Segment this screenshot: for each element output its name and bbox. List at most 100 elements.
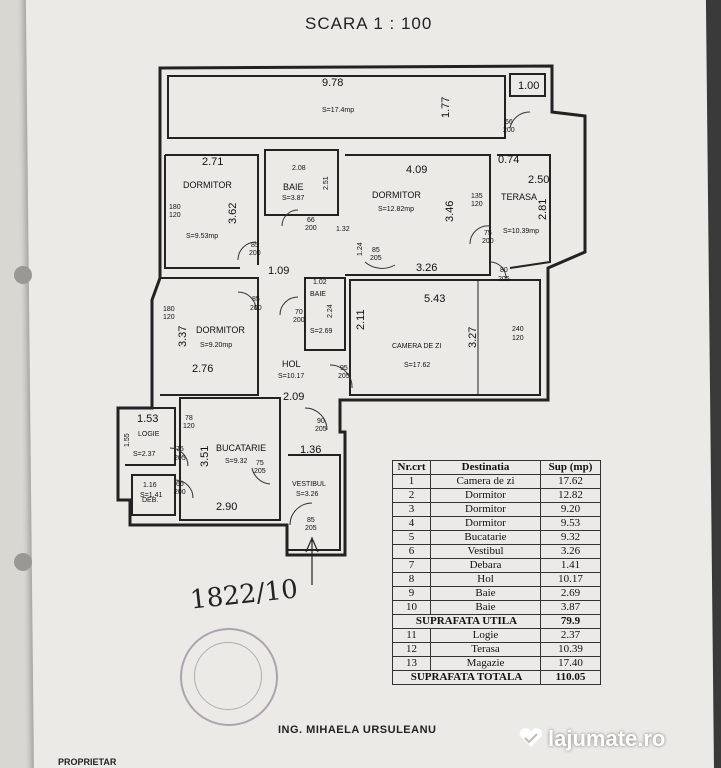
room-name: DORMITOR bbox=[183, 180, 232, 190]
dim-label: 1.09 bbox=[268, 265, 289, 277]
door-width: 75 bbox=[484, 230, 492, 237]
dim-label: 4.09 bbox=[406, 164, 427, 176]
dim-label: 1.16 bbox=[143, 482, 157, 489]
door-height: 120 bbox=[183, 423, 195, 430]
table-cell: 6 bbox=[392, 544, 431, 559]
table-header: Sup (mp) bbox=[540, 460, 601, 475]
table-cell: Terasa bbox=[430, 642, 541, 657]
table-cell: Dormitor bbox=[430, 516, 541, 531]
dim-label: 3.27 bbox=[467, 327, 479, 348]
dim-label: 9.78 bbox=[322, 77, 343, 89]
table-cell: 9.53 bbox=[540, 516, 601, 531]
table-cell: 8 bbox=[392, 572, 431, 587]
dimension-labels: 9.78 1.00 1.77 2.71 3.62 2.08 2.51 4.09 … bbox=[124, 77, 549, 513]
table-cell: 2.69 bbox=[540, 586, 601, 601]
table-cell: 1.41 bbox=[540, 558, 601, 573]
door-width: 85 bbox=[372, 247, 380, 254]
door-height: 120 bbox=[163, 314, 175, 321]
dim-label: 1.02 bbox=[313, 279, 327, 286]
dim-label: 3.46 bbox=[444, 201, 456, 222]
total-label: SUPRAFATA TOTALA bbox=[392, 670, 541, 685]
door-height: 205 bbox=[338, 373, 350, 380]
door-height: 205 bbox=[174, 455, 186, 462]
dim-label: 2.81 bbox=[537, 199, 549, 220]
table-cell: 9.32 bbox=[540, 530, 601, 545]
room-area: S=10.39mp bbox=[503, 228, 539, 235]
dim-label: 3.51 bbox=[199, 446, 211, 467]
door-height: 200 bbox=[249, 250, 261, 257]
table-cell: 12 bbox=[392, 642, 431, 657]
table-cell: 10.39 bbox=[540, 642, 601, 657]
dim-label: 2.09 bbox=[283, 391, 304, 403]
table-cell: 4 bbox=[392, 516, 431, 531]
door-height: 200 bbox=[250, 305, 262, 312]
room-area: S=9.20mp bbox=[200, 342, 232, 349]
door-swings bbox=[169, 111, 531, 526]
room-name: DORMITOR bbox=[372, 190, 421, 200]
table-cell: 3.87 bbox=[540, 600, 601, 615]
door-height: 205 bbox=[305, 525, 317, 532]
table-cell: 10 bbox=[392, 600, 431, 615]
room-name: TERASA bbox=[501, 192, 537, 202]
table-header: Destinatia bbox=[430, 460, 541, 475]
room-labels: S=17.4mp DORMITOR S=9.53mp BAIE S=3.87 D… bbox=[133, 107, 539, 504]
door-width: 180 bbox=[163, 306, 175, 313]
room-name: CAMERA DE ZI bbox=[392, 343, 441, 350]
room-name: LOGIE bbox=[138, 431, 160, 438]
dim-label: 2.24 bbox=[327, 304, 334, 318]
table-cell: Vestibul bbox=[430, 544, 541, 559]
door-width: 70 bbox=[295, 309, 303, 316]
door-height: 205 bbox=[315, 426, 327, 433]
table-cell: Bucatarie bbox=[430, 530, 541, 545]
door-height: 205 bbox=[254, 468, 266, 475]
table-cell: 9 bbox=[392, 586, 431, 601]
door-width: 180 bbox=[169, 204, 181, 211]
table-cell: Debara bbox=[430, 558, 541, 573]
door-width: 85 bbox=[252, 296, 260, 303]
dim-label: 2.51 bbox=[323, 176, 330, 190]
door-width: 75 bbox=[176, 446, 184, 453]
door-width: 78 bbox=[185, 415, 193, 422]
dim-label: 3.62 bbox=[227, 203, 239, 224]
door-width: 75 bbox=[256, 460, 264, 467]
dim-label: 1.53 bbox=[137, 413, 158, 425]
table-header: Nr.crt bbox=[392, 460, 431, 475]
room-area: S=2.69 bbox=[310, 328, 332, 335]
table-cell: 5 bbox=[392, 530, 431, 545]
room-area: S=17.4mp bbox=[322, 107, 354, 114]
table-cell: 11 bbox=[392, 628, 431, 643]
table-cell: 1 bbox=[392, 474, 431, 489]
room-area: S=12.82mp bbox=[378, 206, 414, 213]
table-cell: 12.82 bbox=[540, 488, 601, 503]
table-cell: 2.37 bbox=[540, 628, 601, 643]
door-height: 200 bbox=[482, 238, 494, 245]
table-cell: 3.26 bbox=[540, 544, 601, 559]
table-cell: Dormitor bbox=[430, 488, 541, 503]
room-name: BAIE bbox=[310, 291, 326, 298]
room-area: S=9.32 bbox=[225, 458, 247, 465]
owner-label: PROPRIETAR bbox=[58, 757, 117, 767]
official-stamp bbox=[180, 628, 278, 726]
watermark: lajumate.ro bbox=[518, 726, 665, 752]
room-name: BAIE bbox=[283, 182, 304, 192]
room-name: BUCATARIE bbox=[216, 443, 266, 453]
dim-label: 2.71 bbox=[202, 156, 223, 168]
arrow-up-icon bbox=[305, 536, 319, 585]
door-height: 200 bbox=[305, 225, 317, 232]
door-labels: 66 200 180 120 85 200 66 200 85 205 135 … bbox=[163, 119, 524, 532]
dim-label: 0.74 bbox=[498, 154, 519, 166]
